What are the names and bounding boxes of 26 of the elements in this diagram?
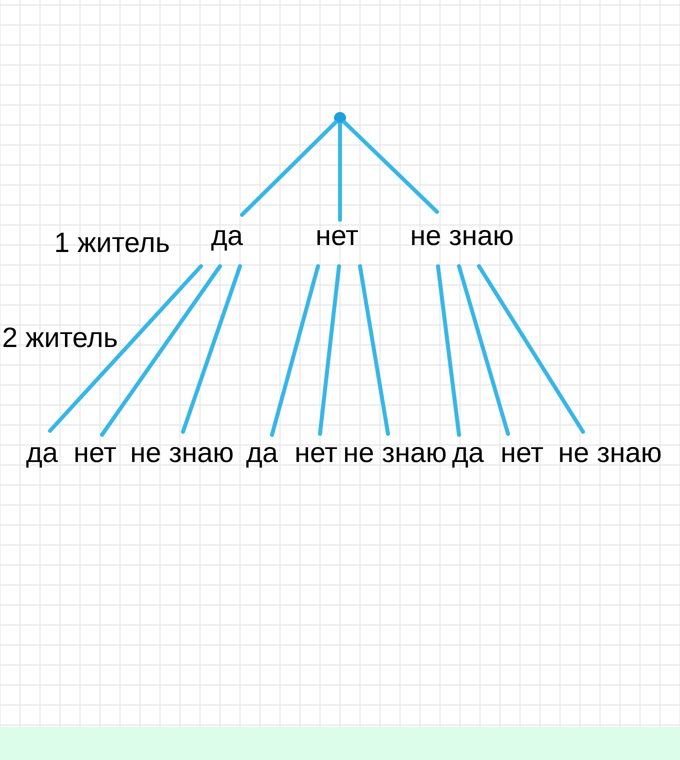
branch-label: не знаю	[412, 230, 513, 246]
branch-label: да	[211, 230, 243, 251]
branch-line	[477, 264, 585, 434]
branch-line	[358, 264, 390, 436]
branch-line	[100, 264, 222, 437]
branch-line	[342, 120, 439, 214]
branch-label: нет	[317, 230, 358, 246]
branch-line	[48, 264, 203, 433]
level-label: 2 житель	[4, 327, 117, 348]
branch-label: нет	[502, 446, 543, 462]
branch-line	[338, 122, 342, 222]
branch-label: не знаю	[132, 446, 233, 462]
branch-label: да	[452, 446, 484, 468]
root-dot	[334, 112, 346, 124]
branch-label: да	[26, 446, 58, 468]
branch-line	[436, 264, 461, 437]
branch-label: нет	[75, 446, 116, 462]
branch-line	[270, 264, 320, 437]
branch-label: не знаю	[560, 446, 661, 462]
branch-label: не знаю	[345, 446, 446, 462]
branch-label: да	[246, 446, 278, 468]
branch-line	[457, 264, 510, 436]
branch-label: нет	[296, 446, 337, 462]
branch-line	[181, 264, 242, 434]
level-label: 1 житель	[56, 232, 169, 252]
branch-line	[318, 264, 341, 436]
